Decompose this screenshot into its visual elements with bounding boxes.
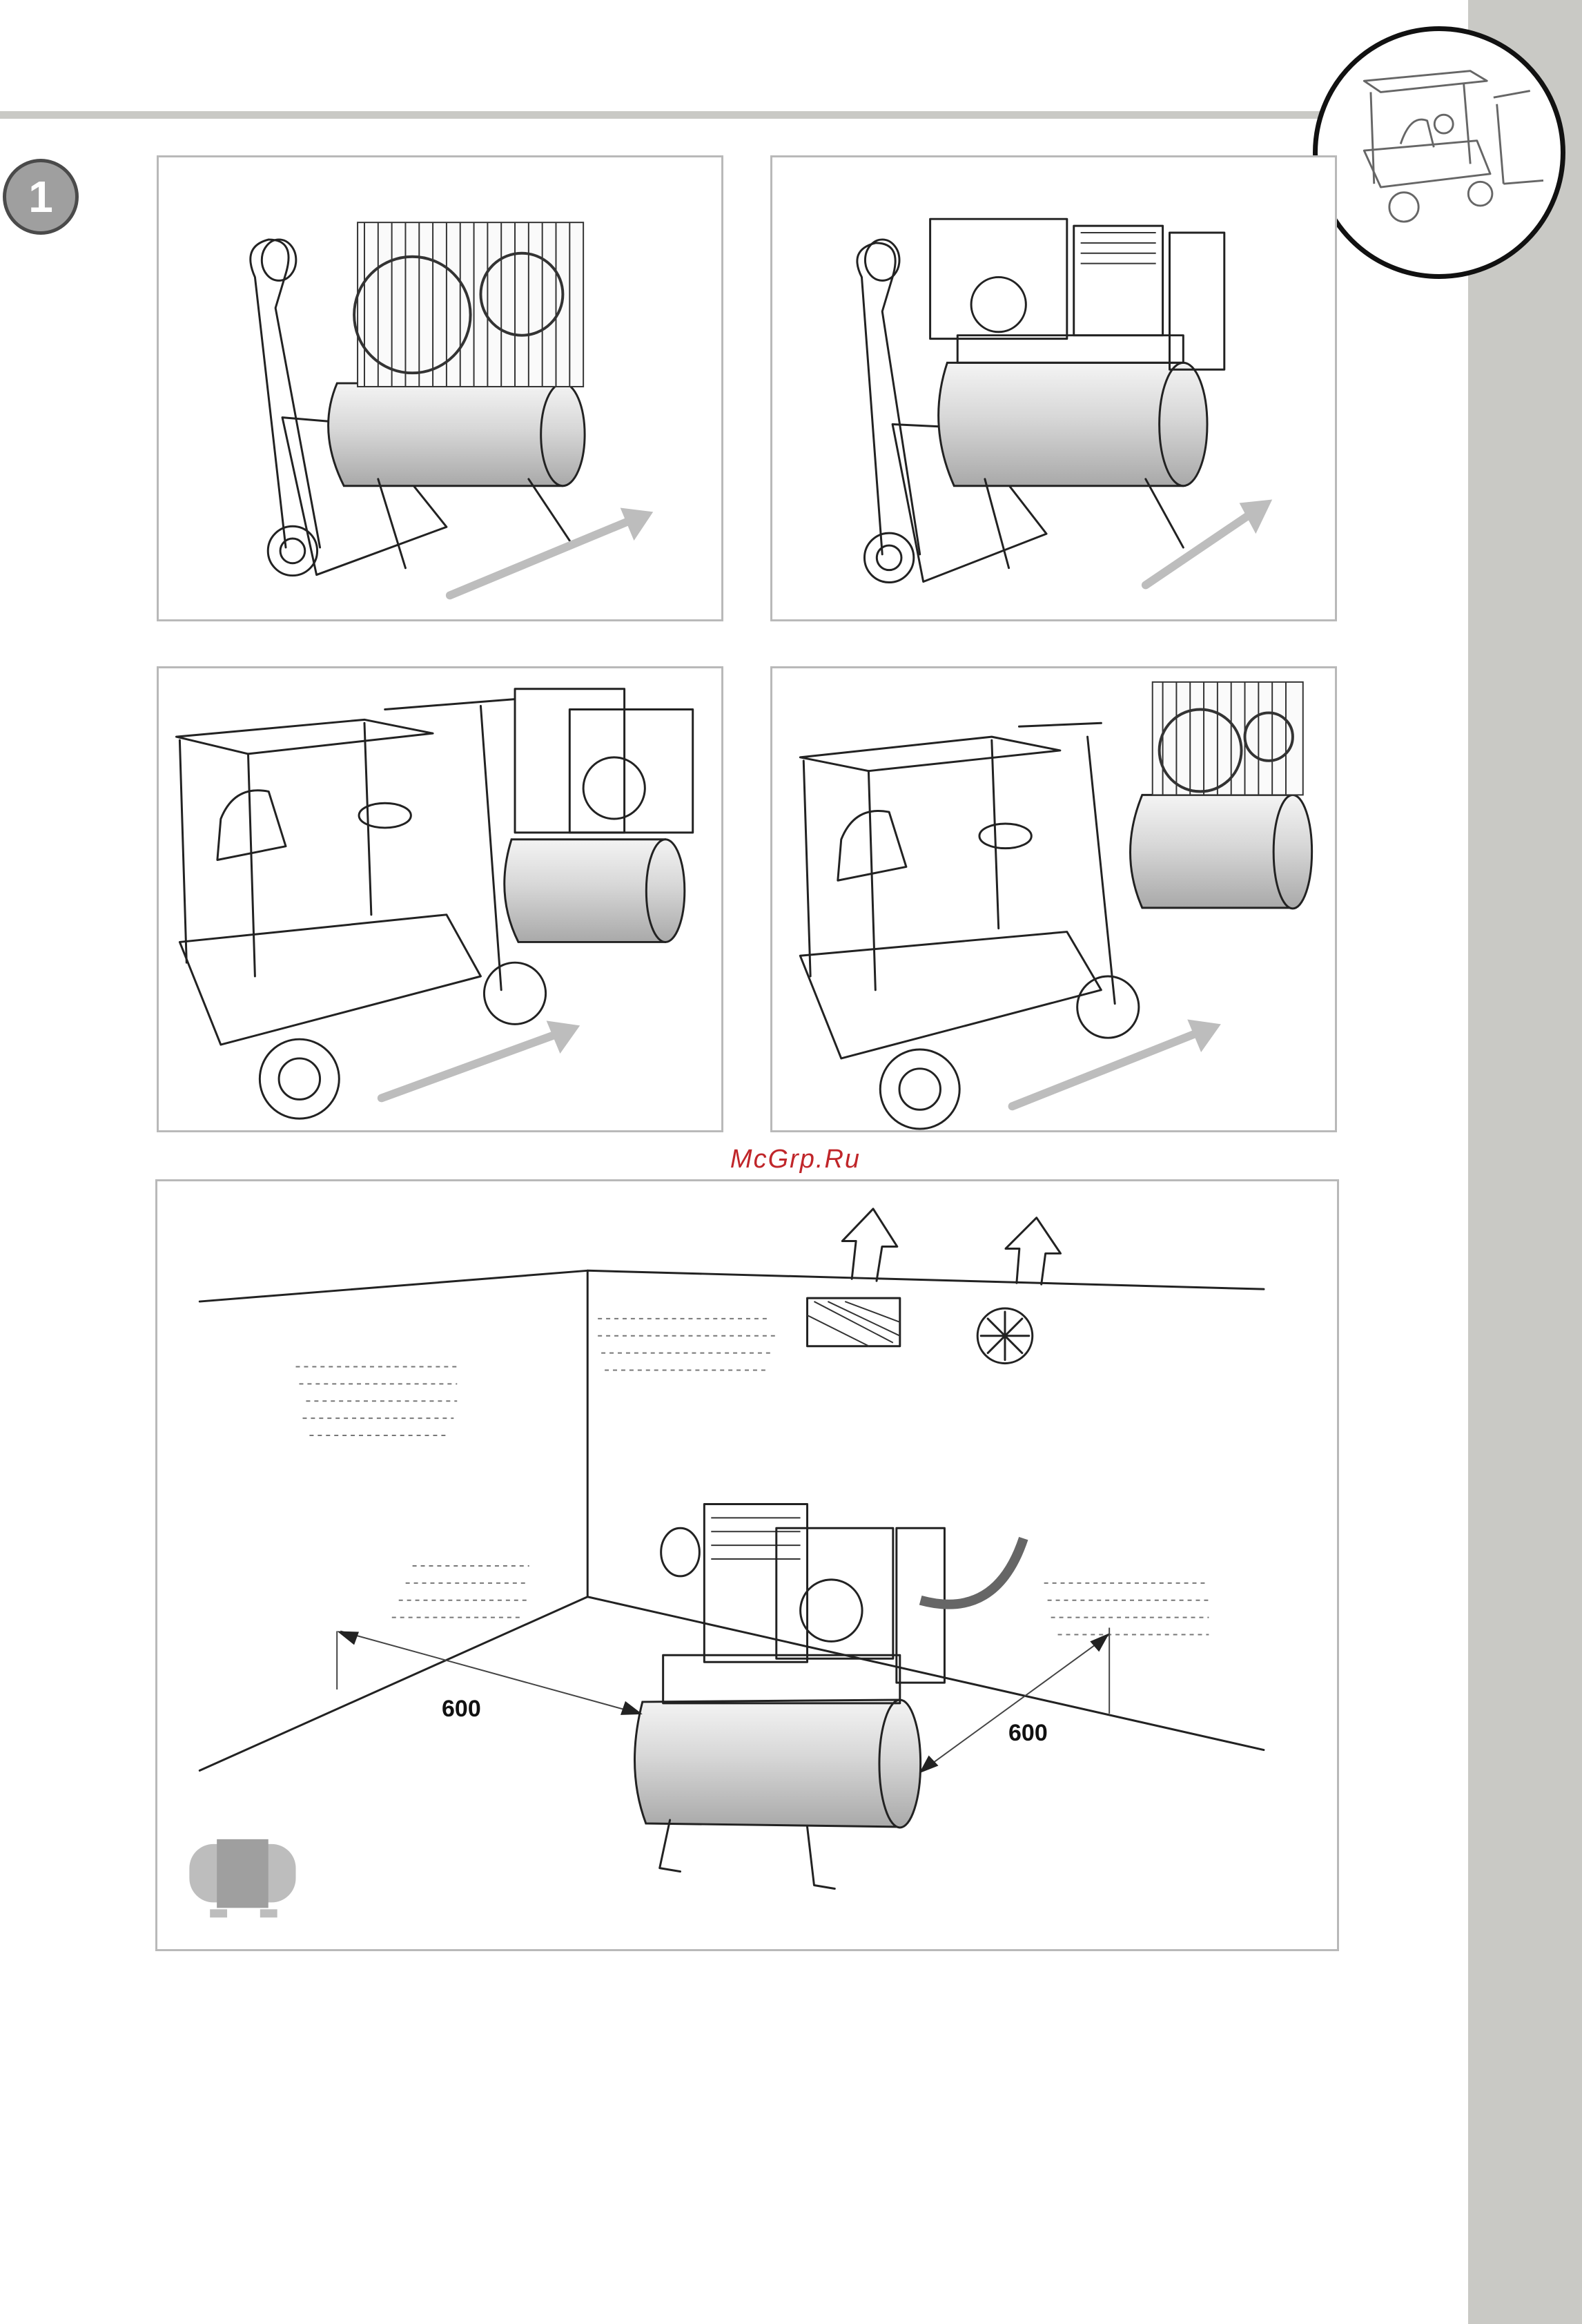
top-rule	[0, 111, 1336, 119]
step-number: 1	[28, 171, 53, 222]
clearance-left: 600	[442, 1696, 481, 1723]
panel-pallet-truck-belt	[157, 155, 723, 621]
side-band	[1468, 0, 1582, 2324]
panel-pallet-truck-engine	[770, 155, 1337, 621]
clearance-right: 600	[1008, 1720, 1048, 1747]
watermark: McGrp.Ru	[690, 1145, 901, 1174]
panel-installation-room: 600 600	[155, 1179, 1339, 1951]
panel-forklift-engine	[157, 666, 723, 1132]
panel-forklift-belt	[770, 666, 1337, 1132]
forklift-icon	[1313, 26, 1565, 279]
horizontal-tank-icon	[189, 1839, 295, 1917]
step-number-badge: 1	[3, 159, 79, 235]
